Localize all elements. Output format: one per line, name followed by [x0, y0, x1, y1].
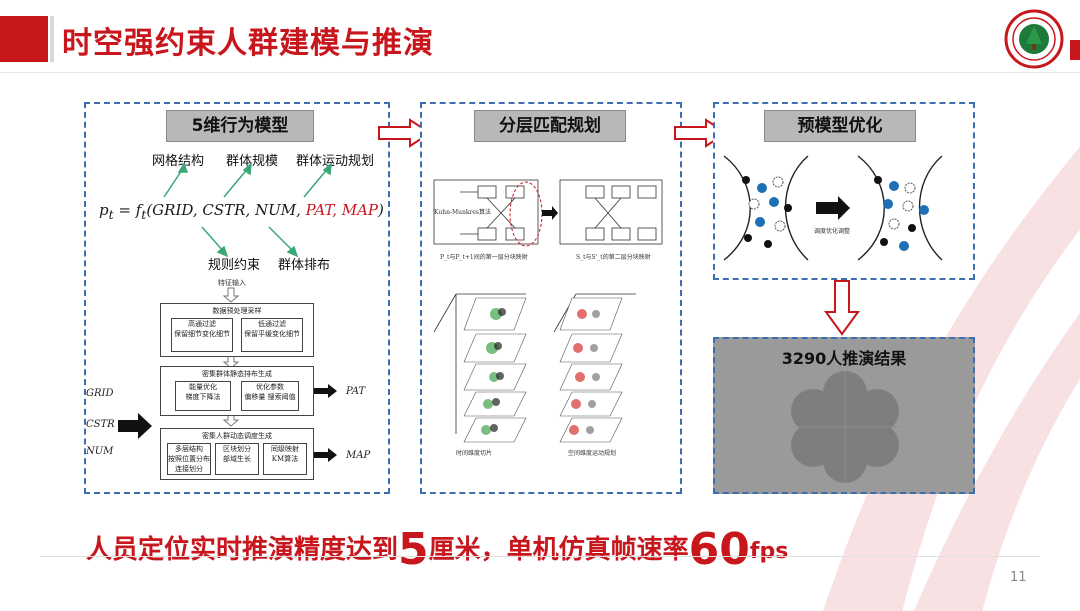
flow-map: 同级映射: [271, 445, 299, 453]
flow-gradient: 梯度下降法: [185, 393, 221, 401]
performance-statement: 人员定位实时推演精度达到5厘米，单机仿真帧速率60fps: [86, 518, 789, 575]
statement-part2: 厘米，单机仿真帧速率: [428, 535, 689, 565]
matching-caption-left: P_t与P_t+1间的第一层分块映射: [440, 254, 528, 261]
simulation-result-heading: 3290人推演结果: [781, 349, 907, 368]
flow-block: 区块划分: [223, 445, 251, 453]
behavior-model-heading: 5维行为模型: [166, 110, 314, 142]
flow-stage1-title: 数据预处理采样: [212, 307, 262, 315]
hierarchical-matching-panel: [420, 102, 682, 494]
input-grid-label: GRID: [86, 388, 114, 399]
formula-args: (GRID, CSTR, NUM,: [146, 201, 306, 219]
flow-energy: 能量优化: [189, 383, 217, 391]
flow-params-box: 优化参数 偏移量 搜索阈值: [241, 381, 299, 411]
optimization-illustration: [723, 155, 943, 261]
flow-stage2-title: 密集群体静态排布生成: [202, 370, 272, 378]
flow-block-box: 区块划分 部域生长: [215, 443, 259, 475]
framerate-unit: fps: [749, 539, 789, 564]
footer-divider: [40, 556, 1040, 557]
flow-multilayer: 多层结构: [175, 445, 203, 453]
flow-input-label: 特征输入: [218, 279, 246, 287]
matching-diagram: [433, 179, 663, 247]
formula-args-red: PAT, MAP: [305, 201, 379, 219]
simulation-result-panel: 3290人推演结果: [713, 337, 975, 494]
hierarchical-matching-heading: 分层匹配规划: [474, 110, 626, 142]
matching-caption-right: S_t与S'_t的第二层分块映射: [576, 254, 651, 261]
formula-arrows: [163, 162, 332, 258]
title-accent-bar: [0, 16, 48, 62]
flow-highpass: 高通过滤: [188, 320, 216, 328]
pre-model-optimization-heading: 预模型优化: [764, 110, 916, 142]
formula-p: p: [99, 201, 109, 219]
flow-offset: 偏移量: [244, 393, 266, 401]
optimization-adjust-label: 调度优化调整: [814, 228, 851, 235]
flow-stage3-title: 密集人群动态调度生成: [202, 432, 272, 440]
slide-title: 时空强约束人群建模与推演: [62, 26, 434, 61]
label-grid-structure: 网格结构: [152, 154, 205, 169]
behavior-formula: pt = ft(GRID, CSTR, NUM, PAT, MAP): [99, 201, 384, 222]
flow-block-desc: 部域生长: [223, 455, 251, 463]
title-divider: [0, 72, 1080, 73]
output-map-arrow-icon: [314, 448, 337, 462]
framerate-value: 60: [688, 524, 750, 575]
label-group-scale: 群体规模: [226, 154, 279, 169]
corner-red-tab: [1070, 40, 1080, 60]
label-rule-constraint: 规则约束: [208, 258, 261, 273]
flow-lowpass-box: 低通过滤 保留平缓变化细节: [241, 318, 303, 352]
flow-params: 优化参数: [256, 383, 284, 391]
page-number: 11: [1010, 570, 1027, 585]
flow-lowpass-desc: 保留平缓变化细节: [244, 330, 300, 338]
flow-params-detail: 偏移量 搜索阈值: [242, 392, 298, 402]
crowd-flower-shape: [789, 371, 901, 483]
flow-multilayer-box: 多层结构 按照位置分布连接划分: [167, 443, 211, 475]
flow-stage-preprocess: 数据预处理采样 高通过滤 保留细节变化细节 低通过滤 保留平缓变化细节: [160, 303, 314, 357]
precision-value: 5: [398, 524, 429, 575]
label-group-arrangement: 群体排布: [278, 258, 331, 273]
input-cstr-label: CSTR: [86, 419, 115, 430]
flow-highpass-desc: 保留细节变化细节: [174, 330, 230, 338]
flow-highpass-box: 高通过滤 保留细节变化细节: [171, 318, 233, 352]
space-planning-caption: 空间维度运动规划: [568, 450, 617, 457]
time-space-slices: [433, 293, 636, 443]
university-logo-icon: [1004, 9, 1064, 69]
km-label: Kuhn-Munkres算法: [434, 209, 491, 216]
output-pat-arrow-icon: [314, 384, 337, 398]
flow-stage-dynamic: 密集人群动态调度生成 多层结构 按照位置分布连接划分 区块划分 部域生长 同级映…: [160, 428, 314, 480]
flow-stage-static: 密集群体静态排布生成 能量优化 梯度下降法 优化参数 偏移量 搜索阈值: [160, 366, 314, 416]
flow-energy-box: 能量优化 梯度下降法: [175, 381, 231, 411]
label-group-motion-planning: 群体运动规划: [296, 154, 375, 169]
formula-close: ): [378, 201, 384, 219]
formula-sub-t: t: [108, 207, 114, 222]
flow-lowpass: 低通过滤: [258, 320, 286, 328]
arrow-down-icon: [824, 280, 860, 336]
flow-km: KM算法: [271, 455, 299, 463]
flow-multilayer-desc: 按照位置分布连接划分: [168, 455, 210, 473]
input-arrow-icon: [118, 413, 152, 439]
title-accent-stripe: [50, 16, 54, 62]
statement-part1: 人员定位实时推演精度达到: [86, 535, 399, 565]
output-map-label: MAP: [346, 450, 371, 461]
formula-eq: = f: [113, 201, 142, 219]
formula-sub-t2: t: [141, 207, 147, 222]
input-num-label: NUM: [86, 446, 114, 457]
time-slice-caption: 时间维度切片: [456, 450, 493, 457]
flow-threshold: 搜索阈值: [267, 393, 296, 401]
flow-map-box: 同级映射 KM算法: [263, 443, 307, 475]
output-pat-label: PAT: [346, 386, 366, 397]
